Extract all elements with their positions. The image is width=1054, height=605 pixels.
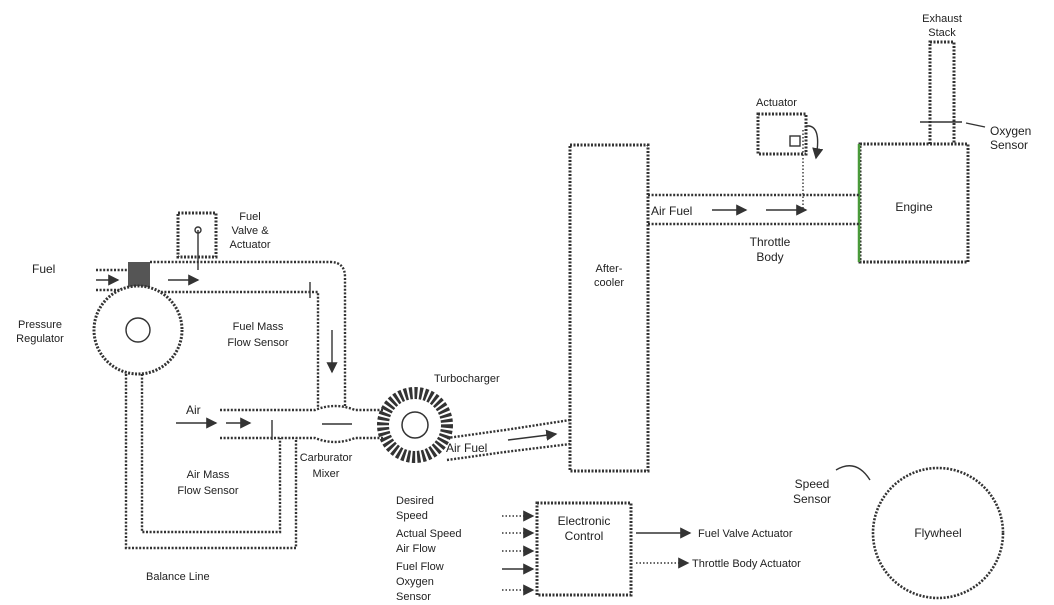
input-actual-speed-label: Actual Speed: [396, 528, 461, 540]
exhaust-stack-label-1: Exhaust: [922, 13, 962, 25]
input-air-flow-label: Air Flow: [396, 543, 436, 555]
carburator-mixer-label-1: Carburator: [300, 452, 353, 464]
air-label: Air: [186, 403, 201, 417]
fuel-label: Fuel: [32, 262, 55, 276]
input-fuel-flow-label: Fuel Flow: [396, 561, 444, 573]
control-output-arrows: [636, 527, 692, 569]
electronic-control-box: [535, 501, 633, 597]
speed-sensor-label-1: Speed: [795, 477, 830, 491]
pressure-regulator: [92, 284, 184, 376]
after-cooler-label-1: After-: [596, 263, 623, 275]
oxygen-sensor-label-1: Oxygen: [990, 124, 1031, 138]
turbocharger: [377, 387, 453, 463]
input-speed-label: Speed: [396, 510, 428, 522]
throttle-body-pipe: [648, 193, 860, 226]
output-throttle-body-actuator-label: Throttle Body Actuator: [692, 558, 801, 570]
turbocharger-label: Turbocharger: [434, 373, 500, 385]
engine-box: [857, 142, 970, 264]
flywheel-label: Flywheel: [914, 526, 961, 540]
pressure-regulator-label-1: Pressure: [18, 319, 62, 331]
exhaust-stack: [920, 40, 986, 148]
air-mass-flow-sensor-label-1: Air Mass: [187, 469, 230, 481]
fuel-valve-actuator-box: [176, 211, 218, 270]
pressure-regulator-label-2: Regulator: [16, 333, 64, 345]
oxygen-sensor-label-2: Sensor: [990, 138, 1028, 152]
actuator-box: [756, 112, 824, 210]
fuel-valve-label-1: Fuel: [239, 211, 260, 223]
input-oxygen-label: Oxygen: [396, 576, 434, 588]
air-mass-flow-sensor-label-2: Flow Sensor: [177, 485, 238, 497]
after-cooler-box: [568, 143, 650, 473]
electronic-control-label-1: Electronic: [558, 514, 611, 528]
flywheel: [835, 465, 1005, 600]
air-fuel-top-label: Air Fuel: [651, 204, 692, 218]
turbo-aftercooler-pipe: [446, 418, 571, 462]
fuel-valve-label-3: Actuator: [230, 239, 271, 251]
speed-sensor-label-2: Sensor: [793, 492, 831, 506]
exhaust-stack-label-2: Stack: [928, 27, 956, 39]
output-fuel-valve-actuator-label: Fuel Valve Actuator: [698, 528, 793, 540]
throttle-body-label-2: Body: [756, 250, 783, 264]
throttle-body-label-1: Throttle: [750, 235, 791, 249]
control-input-arrows: [502, 510, 535, 596]
carburator-mixer-label-2: Mixer: [313, 468, 340, 480]
electronic-control-label-2: Control: [565, 529, 604, 543]
fuel-valve-label-2: Valve &: [231, 225, 269, 237]
balance-line: [124, 374, 298, 550]
after-cooler-label-2: cooler: [594, 277, 624, 289]
fuel-mass-flow-sensor-label-2: Flow Sensor: [227, 337, 288, 349]
input-sensor-label: Sensor: [396, 591, 431, 603]
air-fuel-bottom-label: Air Fuel: [446, 441, 487, 455]
balance-line-label: Balance Line: [146, 571, 210, 583]
actuator-label: Actuator: [756, 97, 797, 109]
fuel-mass-flow-sensor-label-1: Fuel Mass: [233, 321, 284, 333]
input-desired-label: Desired: [396, 495, 434, 507]
engine-label: Engine: [895, 200, 933, 214]
air-pipe: [176, 404, 384, 444]
